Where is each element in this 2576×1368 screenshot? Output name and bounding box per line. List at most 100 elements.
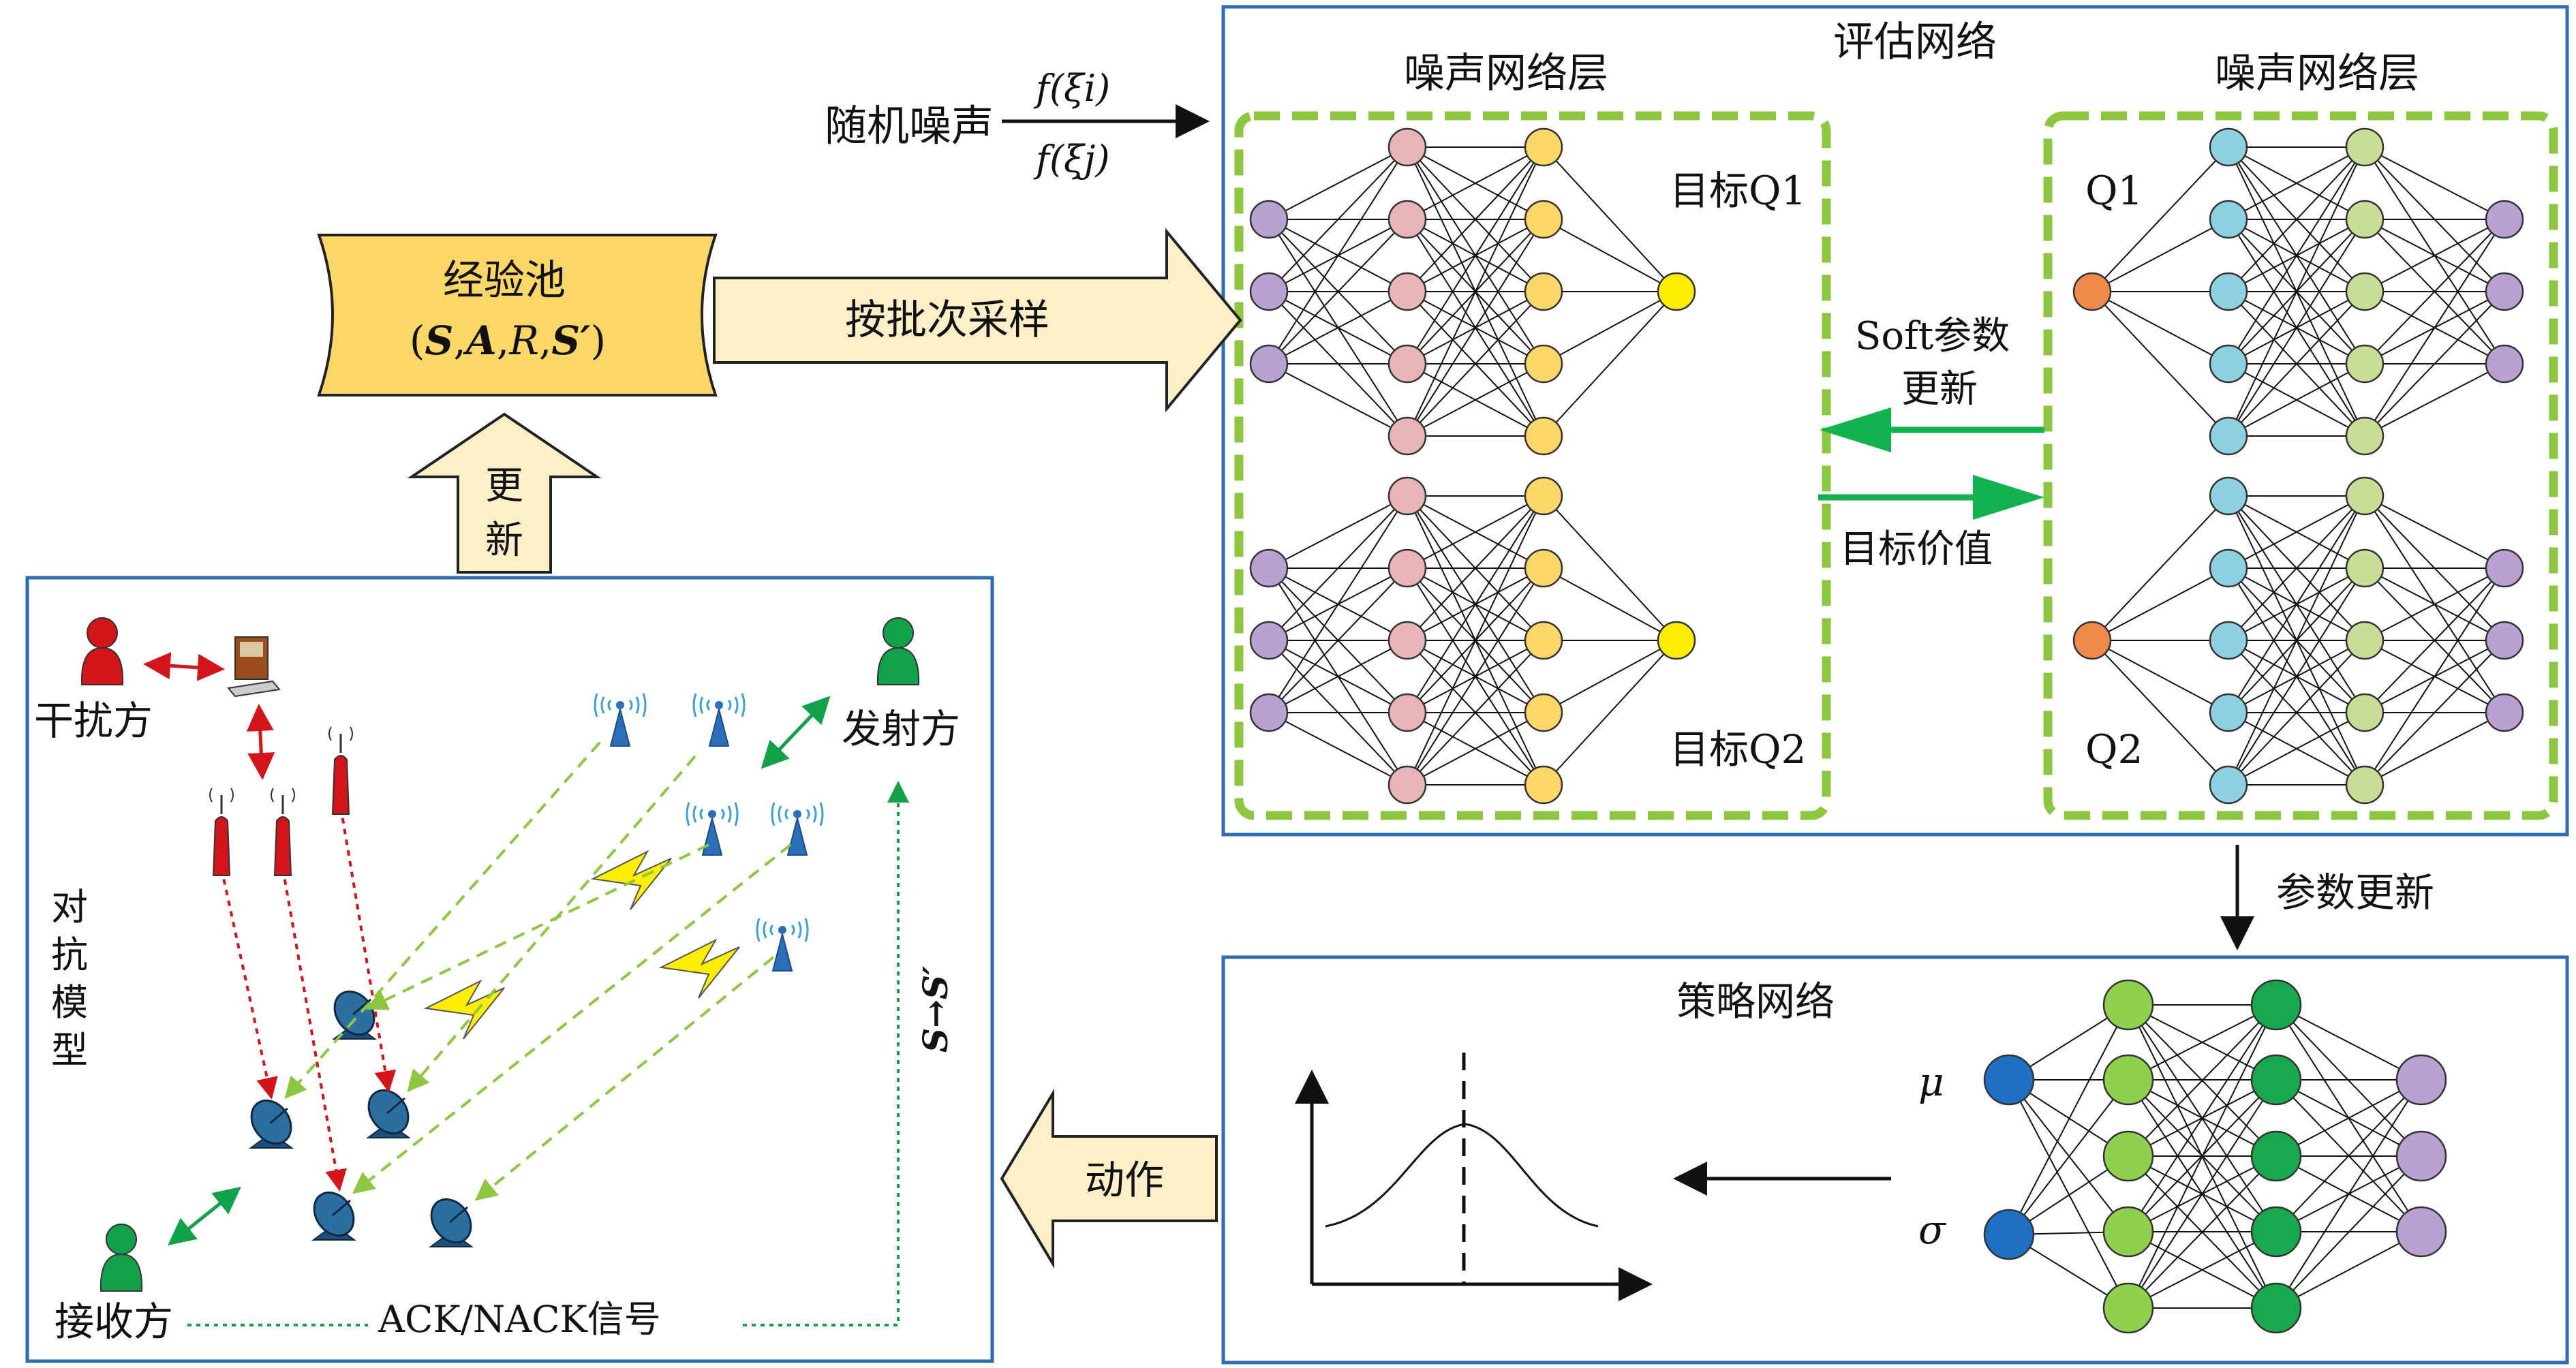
target-q2-connection — [1543, 568, 1677, 641]
target-q2-connection — [1407, 712, 1544, 786]
policy-connection — [2275, 1079, 2422, 1157]
transmitter-person-icon-body — [876, 647, 920, 685]
online-q1-node — [2345, 344, 2385, 384]
target-q2-connection — [1407, 640, 1544, 786]
online-q2-node — [2485, 548, 2524, 588]
online-q2-connection — [2364, 568, 2505, 786]
online-q2-node — [2345, 693, 2385, 732]
target-q1-node — [1387, 127, 1427, 167]
online-q1-connection — [2228, 219, 2365, 437]
online-q2-connection — [2228, 495, 2365, 569]
transmitter-label: 发射方 — [842, 706, 960, 752]
online-q1-node — [2209, 127, 2248, 167]
online-q1-connection — [2091, 146, 2229, 292]
policy-node — [1983, 1054, 2035, 1106]
random-noise-label: 随机噪声 — [825, 101, 994, 151]
receiver-person-icon-body — [99, 1253, 143, 1292]
target-q2-network — [1249, 476, 1696, 805]
target-q1-connection — [1407, 146, 1544, 292]
soft-update-arrow — [1820, 407, 2044, 452]
target-q1-connection — [1407, 146, 1544, 364]
target-value-label: 目标价值 — [1840, 527, 1993, 572]
online-q1-connection — [2364, 146, 2505, 220]
online-q1-connection — [2364, 291, 2505, 437]
receiver-dish-icon — [365, 1089, 412, 1138]
policy-connection — [2275, 1004, 2422, 1081]
target-q2-connection — [1268, 495, 1408, 569]
policy-node — [2395, 1206, 2447, 1258]
policy-connection — [2008, 1004, 2129, 1235]
batch-sample-arrow — [713, 228, 1242, 413]
mu-label: μ — [1918, 1059, 1944, 1105]
target-q1-connection — [1407, 363, 1544, 437]
target-q1-connection — [1407, 146, 1544, 220]
target-q2-node — [1387, 548, 1427, 588]
target-q1-node — [1524, 127, 1563, 167]
target-q1-connection — [1543, 291, 1677, 437]
policy-connection — [2128, 1079, 2277, 1309]
target-q2-node — [1387, 621, 1427, 660]
f-xi-j-label: f(ξj) — [1033, 138, 1110, 181]
noise-input: 随机噪声 f(ξi) f(ξj) — [825, 67, 1210, 181]
jammer-antenna-icon — [328, 726, 353, 815]
adversarial-char-1: 对 — [51, 886, 88, 929]
policy-connection — [2275, 1079, 2422, 1232]
online-q2-node — [2485, 693, 2524, 732]
online-q2-connection — [2091, 640, 2229, 713]
action-arrow — [1000, 1088, 1218, 1269]
f-xi-i-label: f(ξi) — [1033, 67, 1110, 110]
policy-connection — [2275, 1155, 2422, 1309]
target-q1-connection — [1268, 219, 1408, 364]
q2-label: Q2 — [2085, 726, 2143, 773]
noise-layer-left-label: 噪声网络层 — [1404, 50, 1608, 97]
online-q2-connection — [2364, 568, 2505, 641]
adversarial-environment — [80, 617, 920, 1326]
policy-connection — [2128, 1004, 2277, 1309]
jammer-person-icon-head — [87, 617, 118, 649]
online-q2-node — [2345, 548, 2385, 588]
target-q1-connection — [1268, 146, 1408, 364]
target-q1-connection — [1543, 146, 1677, 292]
jammer-antenna-icon — [271, 788, 295, 876]
soft-update-label-line2: 更新 — [1901, 367, 1978, 411]
target-q2-node — [1524, 765, 1563, 805]
target-q2-node — [1524, 476, 1563, 516]
online-q2-connection — [2091, 495, 2229, 641]
policy-node — [2250, 1054, 2302, 1106]
update-up-arrow — [407, 412, 602, 574]
jammer-person-icon — [80, 617, 124, 685]
target-q1-network — [1249, 127, 1696, 456]
transmitter-person-icon — [876, 617, 920, 685]
online-q1-node — [2485, 200, 2524, 239]
action-label: 动作 — [1085, 1157, 1164, 1203]
target-q2-connection — [1407, 495, 1544, 641]
online-q2-connection — [2364, 568, 2505, 713]
online-q2-connection — [2228, 712, 2365, 786]
online-q1-connection — [2364, 219, 2505, 292]
online-q1-node — [2345, 200, 2385, 239]
receiver-dish-icon — [311, 1191, 357, 1241]
target-q1-node — [1387, 200, 1427, 239]
adversarial-char-3: 模 — [51, 981, 88, 1024]
target-network-dashed-box — [1234, 111, 1831, 820]
transmitter-person-icon-head — [883, 617, 914, 649]
jamming-signal-path — [281, 868, 347, 1192]
soft-update-label-line1: Soft参数 — [1855, 314, 2010, 358]
policy-node — [2250, 1206, 2302, 1258]
target-q1-node — [1249, 272, 1289, 311]
online-q2-connection — [2228, 640, 2365, 786]
online-q1-connection — [2228, 146, 2365, 364]
target-q2-connection — [1268, 495, 1408, 713]
target-q2-node — [1249, 621, 1289, 660]
target-q2-node — [1249, 548, 1289, 588]
target-value-arrow — [1818, 475, 2044, 520]
online-q2-node — [2345, 621, 2385, 660]
sigma-label: σ — [1918, 1207, 1946, 1253]
target-q2-connection — [1268, 712, 1408, 786]
target-q1-node — [1524, 416, 1563, 456]
update-label-2: 新 — [485, 518, 523, 563]
online-q2-node — [2209, 476, 2248, 516]
online-q2-connection — [2228, 495, 2365, 641]
target-q1-node — [1249, 200, 1289, 239]
